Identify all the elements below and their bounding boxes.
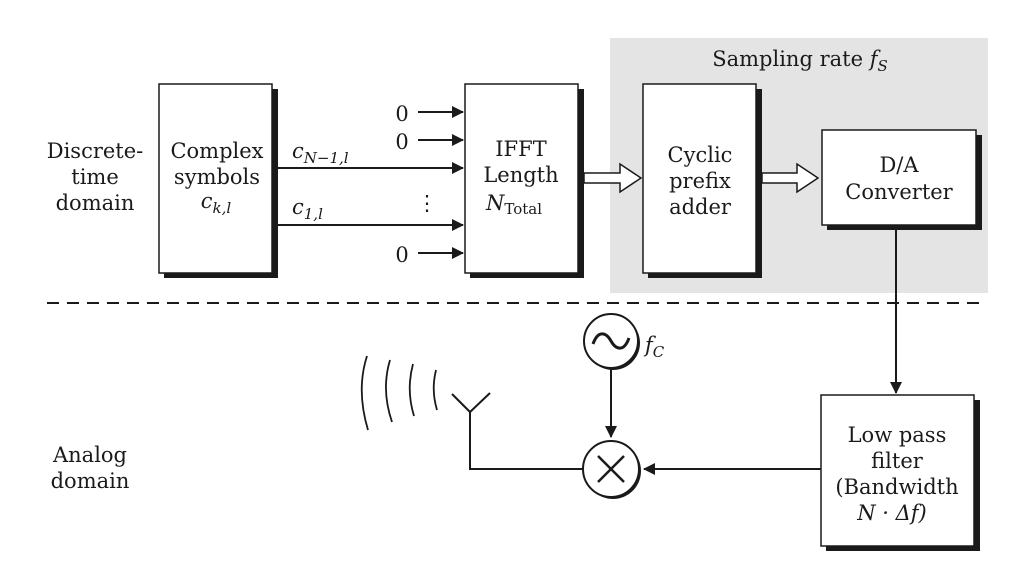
svg-text:N · Δf): N · Δf) — [856, 501, 927, 525]
svg-text:filter: filter — [871, 449, 924, 473]
svg-text:D/A: D/A — [879, 153, 919, 177]
antenna-icon — [451, 392, 491, 413]
svg-text:Discrete-: Discrete- — [47, 139, 144, 163]
svg-text:(Bandwidth: (Bandwidth — [835, 475, 958, 499]
mixer-icon — [582, 440, 641, 499]
hollow-arrow-icon — [761, 162, 820, 194]
signal-cN-1: cN−1,l — [292, 139, 349, 167]
zero-input: 0 — [395, 102, 408, 126]
svg-text:domain: domain — [51, 469, 130, 493]
svg-text:ck,l: ck,l — [201, 189, 232, 217]
oscillator-icon: fC — [583, 313, 665, 370]
svg-text:IFFT: IFFT — [495, 137, 546, 161]
svg-text:domain: domain — [56, 191, 135, 215]
analog-domain-label: Analog domain — [51, 443, 130, 493]
svg-text:Low pass: Low pass — [848, 423, 947, 447]
complex-symbols-block: Complex symbols ck,l — [158, 83, 278, 278]
svg-text:Complex: Complex — [170, 139, 263, 163]
svg-text:Cyclic: Cyclic — [668, 143, 733, 167]
lowpass-filter-block: Low pass filter (Bandwidth N · Δf) — [820, 394, 980, 551]
zero-input: 0 — [395, 243, 408, 267]
svg-text:time: time — [71, 165, 119, 189]
cyclic-prefix-block: Cyclic prefix adder — [642, 83, 762, 278]
carrier-frequency-label: fC — [643, 333, 665, 361]
svg-text:prefix: prefix — [669, 169, 731, 193]
signal-c1: c1,l — [292, 195, 323, 223]
zero-input: 0 — [395, 130, 408, 154]
hollow-arrow-icon — [583, 162, 643, 194]
svg-text:Length: Length — [483, 163, 558, 187]
dac-block: D/A Converter — [821, 129, 982, 230]
sampling-rate-label: Sampling rate fS — [712, 47, 888, 75]
svg-text:NTotal: NTotal — [485, 191, 542, 218]
ellipsis: ⋮ — [417, 191, 438, 215]
svg-text:symbols: symbols — [174, 165, 260, 189]
mixer-to-antenna-line — [469, 412, 583, 470]
discrete-time-domain-label: Discrete- time domain — [47, 139, 144, 215]
svg-text:Analog: Analog — [52, 443, 127, 467]
signal-lines: 0 0 0 ⋮ cN−1,l c1,l — [278, 102, 464, 267]
svg-text:adder: adder — [669, 195, 732, 219]
radio-waves-icon — [360, 355, 438, 431]
svg-text:Converter: Converter — [845, 180, 953, 204]
ifft-block: IFFT Length NTotal — [464, 83, 584, 278]
